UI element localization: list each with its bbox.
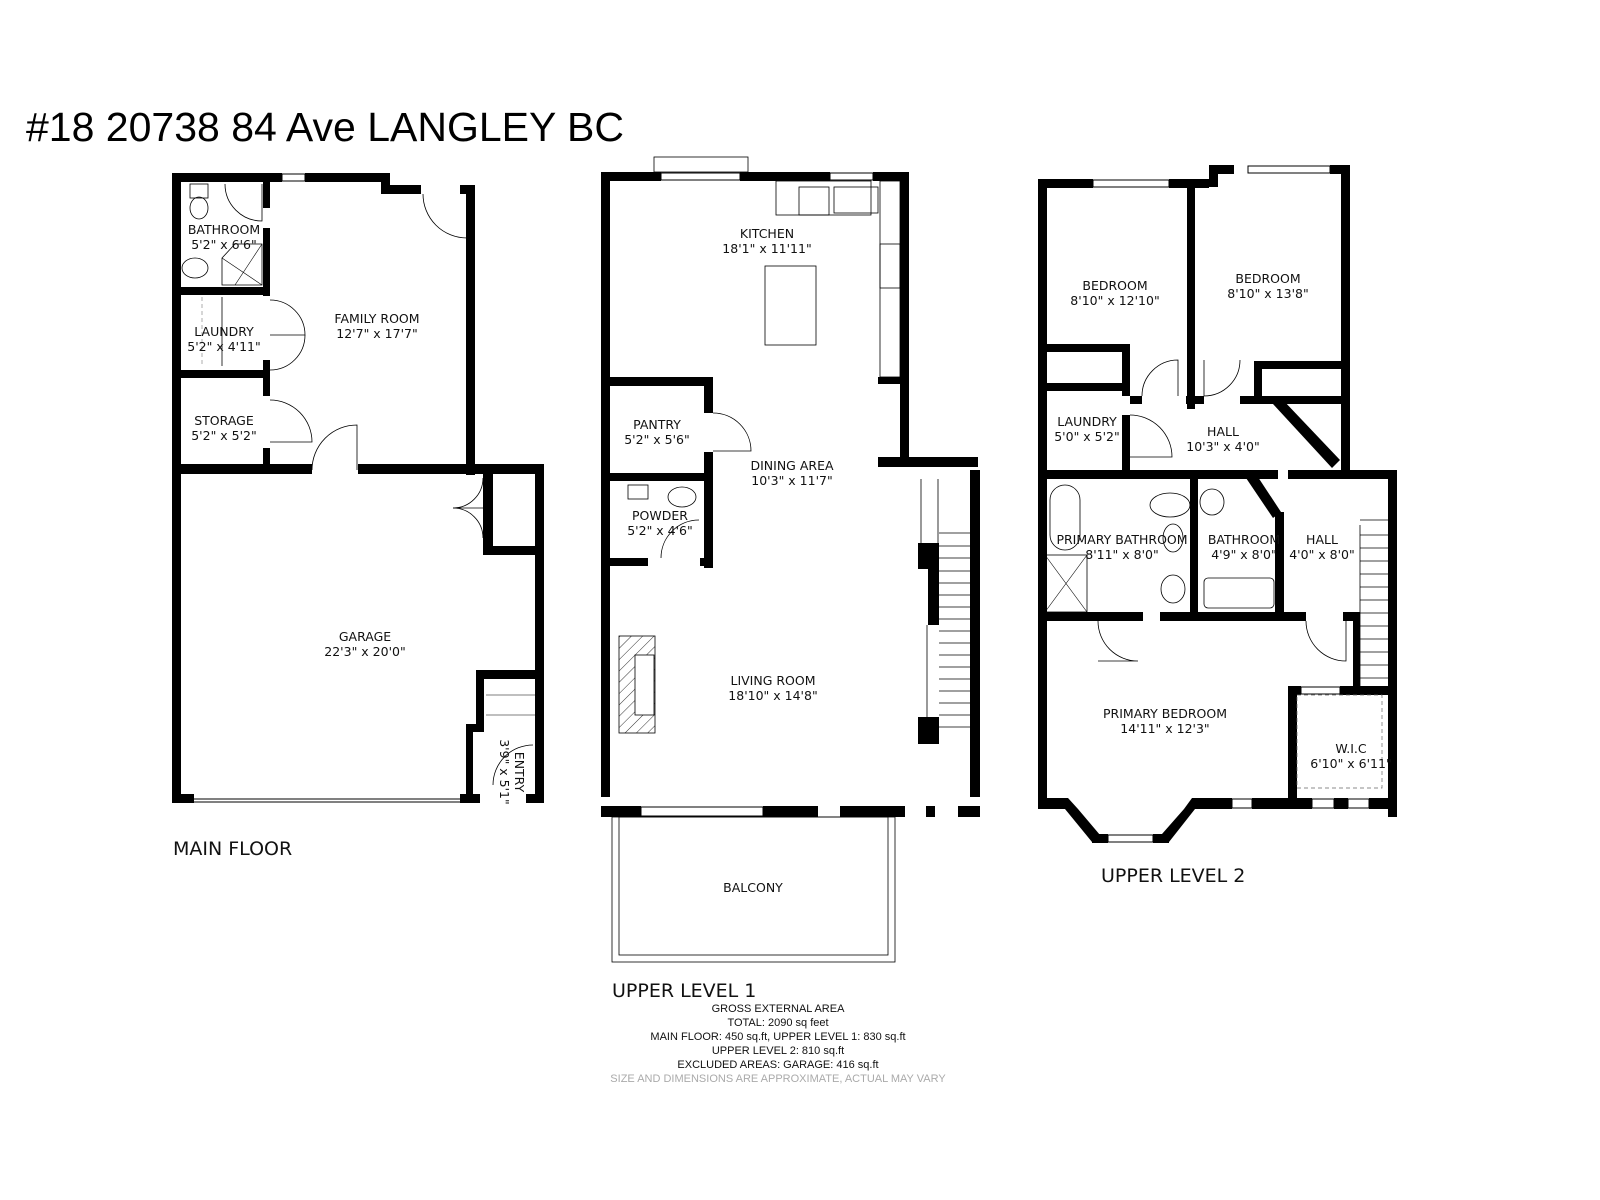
room-dims: 5'2" x 4'6" bbox=[627, 523, 693, 538]
room-u2-bedroom-1: BEDROOM 8'10" x 12'10" bbox=[1070, 278, 1159, 308]
room-main-bathroom: BATHROOM 5'2" x 6'6" bbox=[188, 222, 260, 252]
room-u1-pantry: PANTRY 5'2" x 5'6" bbox=[624, 417, 690, 447]
room-dims: 3'9" x 5'1" bbox=[497, 739, 512, 805]
room-dims: 5'2" x 6'6" bbox=[191, 237, 257, 252]
room-name: LAUNDRY bbox=[194, 324, 254, 339]
room-name: FAMILY ROOM bbox=[334, 311, 420, 326]
room-name: PANTRY bbox=[633, 417, 681, 432]
room-name: PRIMARY BEDROOM bbox=[1103, 706, 1227, 721]
room-name: STORAGE bbox=[194, 413, 254, 428]
room-dims: 18'1" x 11'11" bbox=[722, 241, 812, 256]
floor-label-upper2: UPPER LEVEL 2 bbox=[1101, 865, 1246, 887]
room-dims: 8'10" x 12'10" bbox=[1070, 293, 1160, 308]
room-name: BATHROOM bbox=[1207, 532, 1281, 547]
room-dims: 22'3" x 20'0" bbox=[324, 644, 406, 659]
room-dims: 4'9" x 8'0" bbox=[1211, 547, 1277, 562]
room-dims: 4'0" x 8'0" bbox=[1289, 547, 1355, 562]
room-u2-primary-bathroom: PRIMARY BATHROOM 8'11" x 8'0" bbox=[1056, 532, 1187, 562]
room-name: POWDER bbox=[632, 508, 688, 523]
room-dims: 8'10" x 13'8" bbox=[1227, 286, 1309, 301]
room-u2-bathroom: BATHROOM 4'9" x 8'0" bbox=[1208, 532, 1280, 562]
room-dims: 10'3" x 11'7" bbox=[751, 473, 833, 488]
room-dims: 5'0" x 5'2" bbox=[1054, 429, 1120, 444]
room-name: BEDROOM bbox=[1235, 271, 1301, 286]
summary-disclaimer: SIZE AND DIMENSIONS ARE APPROXIMATE, ACT… bbox=[610, 1073, 946, 1085]
floor-label-upper1: UPPER LEVEL 1 bbox=[612, 980, 757, 1002]
room-dims: 8'11" x 8'0" bbox=[1085, 547, 1159, 562]
room-dims: 12'7" x 17'7" bbox=[336, 326, 418, 341]
room-u2-primary-bedroom: PRIMARY BEDROOM 14'11" x 12'3" bbox=[1103, 706, 1227, 736]
room-u1-kitchen: KITCHEN 18'1" x 11'11" bbox=[722, 226, 811, 256]
summary-line2: UPPER LEVEL 2: 810 sq.ft bbox=[711, 1045, 845, 1057]
room-main-family-room: FAMILY ROOM 12'7" x 17'7" bbox=[334, 311, 419, 341]
room-dims: 10'3" x 4'0" bbox=[1186, 439, 1260, 454]
room-u2-wic: W.I.C 6'10" x 6'11" bbox=[1310, 741, 1391, 771]
room-u1-living-room: LIVING ROOM 18'10" x 14'8" bbox=[728, 673, 817, 703]
room-u2-bedroom-2: BEDROOM 8'10" x 13'8" bbox=[1227, 271, 1308, 301]
upper-level-2-plan bbox=[1038, 165, 1397, 843]
room-name: BALCONY bbox=[723, 880, 783, 895]
upper-level-1-plan bbox=[601, 156, 980, 963]
summary-line1: MAIN FLOOR: 450 sq.ft, UPPER LEVEL 1: 83… bbox=[650, 1031, 906, 1043]
room-main-garage: GARAGE 22'3" x 20'0" bbox=[324, 629, 405, 659]
floor-label-main: MAIN FLOOR bbox=[173, 838, 293, 860]
summary-total: TOTAL: 2090 sq feet bbox=[727, 1017, 829, 1029]
room-name: LIVING ROOM bbox=[730, 673, 816, 688]
room-dims: 18'10" x 14'8" bbox=[728, 688, 818, 703]
room-name: HALL bbox=[1306, 532, 1338, 547]
room-u1-powder: POWDER 5'2" x 4'6" bbox=[627, 508, 693, 538]
room-dims: 5'2" x 4'11" bbox=[187, 339, 261, 354]
room-name: ENTRY bbox=[512, 751, 527, 793]
page-title: #18 20738 84 Ave LANGLEY BC bbox=[26, 104, 624, 150]
room-dims: 6'10" x 6'11" bbox=[1310, 756, 1392, 771]
room-dims: 5'2" x 5'2" bbox=[191, 428, 257, 443]
room-name: DINING AREA bbox=[750, 458, 834, 473]
room-name: KITCHEN bbox=[739, 226, 795, 241]
summary-excluded: EXCLUDED AREAS: GARAGE: 416 sq.ft bbox=[677, 1059, 879, 1071]
room-name: W.I.C bbox=[1335, 741, 1367, 756]
room-name: BATHROOM bbox=[187, 222, 261, 237]
room-name: BEDROOM bbox=[1082, 278, 1148, 293]
room-main-entry: ENTRY 3'9" x 5'1" bbox=[497, 739, 527, 805]
room-name: PRIMARY BATHROOM bbox=[1056, 532, 1188, 547]
room-main-laundry: LAUNDRY 5'2" x 4'11" bbox=[187, 324, 260, 354]
room-main-storage: STORAGE 5'2" x 5'2" bbox=[191, 413, 257, 443]
room-u1-balcony: BALCONY bbox=[723, 880, 783, 895]
room-u1-dining-area: DINING AREA 10'3" x 11'7" bbox=[750, 458, 833, 488]
main-floor-plan bbox=[172, 173, 544, 803]
room-u2-hall-1: HALL 10'3" x 4'0" bbox=[1186, 424, 1259, 454]
area-summary: GROSS EXTERNAL AREA TOTAL: 2090 sq feet … bbox=[610, 1002, 945, 1086]
room-name: HALL bbox=[1207, 424, 1239, 439]
room-u2-hall-2: HALL 4'0" x 8'0" bbox=[1289, 532, 1355, 562]
room-u2-laundry: LAUNDRY 5'0" x 5'2" bbox=[1054, 414, 1120, 444]
summary-heading: GROSS EXTERNAL AREA bbox=[711, 1003, 845, 1015]
room-name: GARAGE bbox=[338, 629, 392, 644]
room-dims: 5'2" x 5'6" bbox=[624, 432, 690, 447]
room-dims: 14'11" x 12'3" bbox=[1120, 721, 1210, 736]
room-name: LAUNDRY bbox=[1057, 414, 1117, 429]
